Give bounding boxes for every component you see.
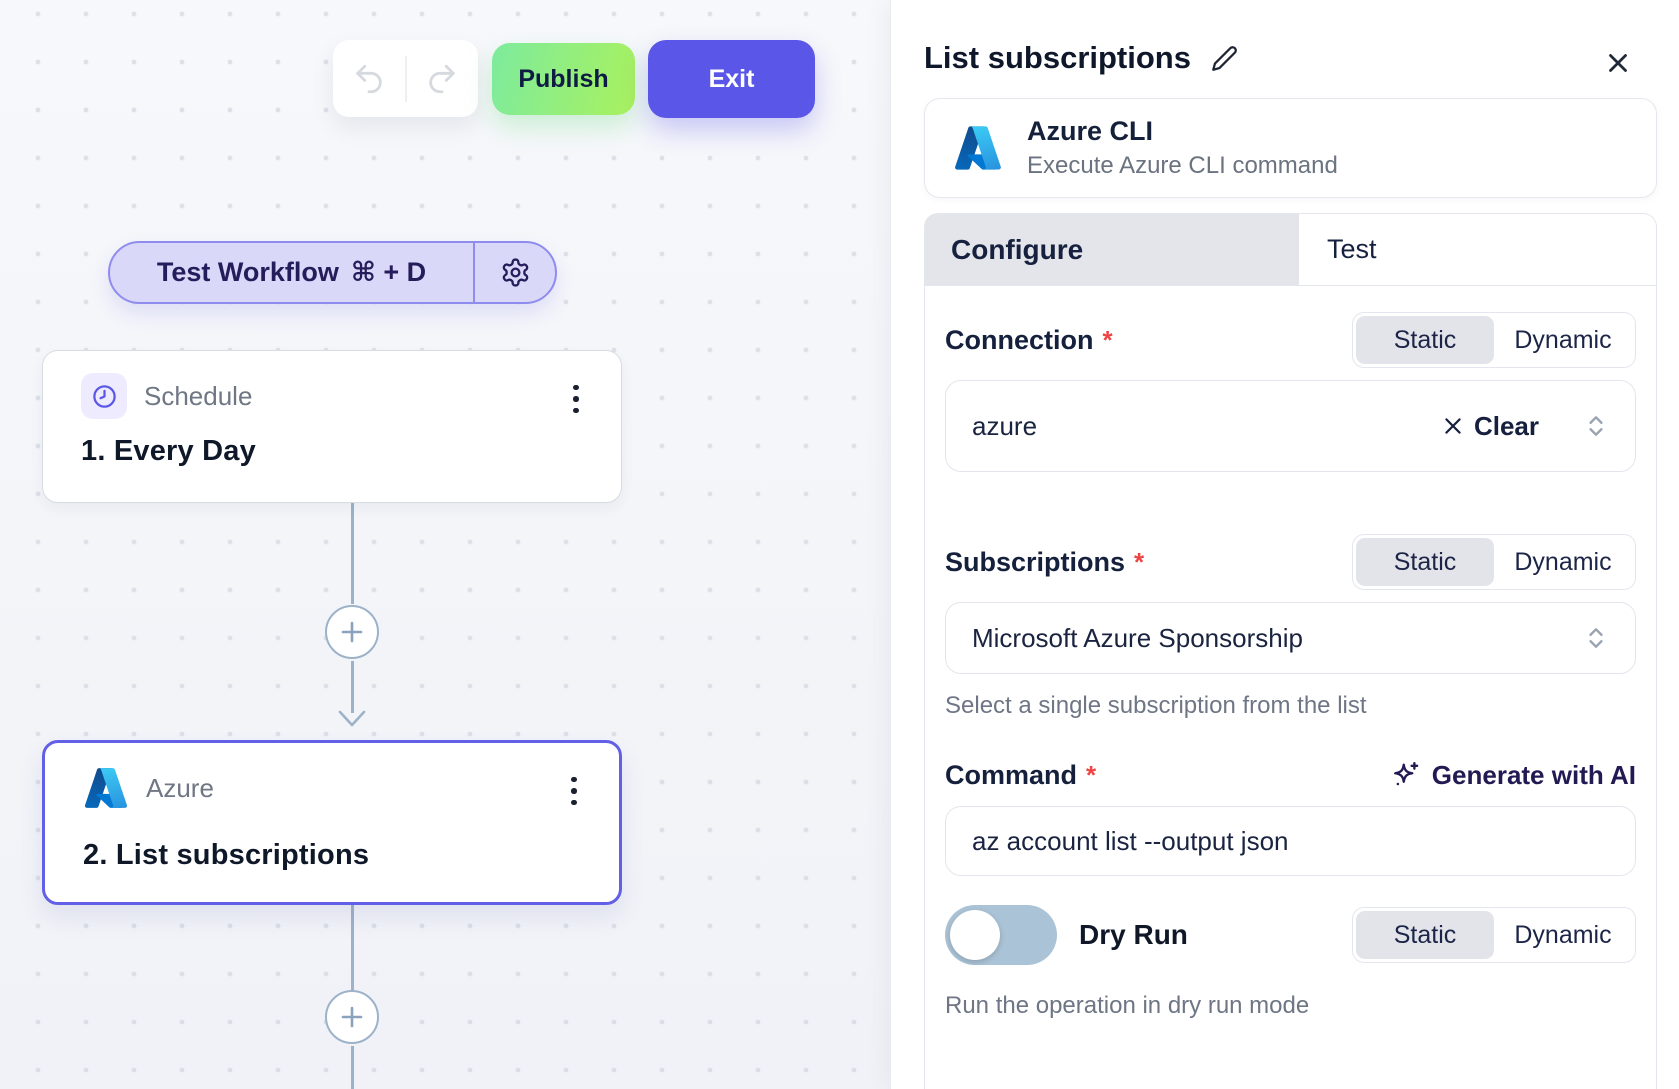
test-workflow-shortcut: ⌘ + D (350, 257, 427, 287)
toolbar-divider (404, 55, 407, 102)
subscriptions-label: Subscriptions (945, 546, 1126, 577)
step-menu-button[interactable] (553, 769, 595, 813)
subscriptions-dynamic-option[interactable]: Dynamic (1514, 547, 1612, 576)
tab-configure[interactable]: Configure (925, 214, 1299, 285)
step-header: Azure (83, 765, 214, 811)
panel-header: List subscriptions (924, 40, 1238, 76)
redo-button[interactable] (407, 62, 479, 96)
chevrons-up-down-icon (1583, 625, 1609, 651)
tab-test[interactable]: Test (1327, 234, 1377, 264)
test-workflow-button[interactable]: Test Workflow ⌘ + D (110, 243, 473, 302)
clear-label: Clear (1473, 410, 1539, 441)
add-step-button[interactable] (325, 990, 379, 1044)
command-label: Command (945, 759, 1078, 790)
connector-line (351, 503, 354, 604)
subscriptions-field-row: Subscriptions * Static Dynamic (945, 534, 1636, 590)
arrow-down-icon (338, 710, 366, 733)
subscriptions-select[interactable]: Microsoft Azure Sponsorship (945, 602, 1636, 674)
test-workflow-label: Test Workflow (156, 257, 339, 287)
connection-label: Connection (945, 324, 1094, 355)
required-asterisk: * (1086, 759, 1097, 790)
step-title: 2. List subscriptions (83, 839, 370, 871)
required-asterisk: * (1102, 324, 1113, 355)
rename-step-button[interactable] (1211, 45, 1238, 72)
connector-line (351, 905, 354, 990)
azure-logo-icon (953, 123, 1003, 173)
clear-connection-button[interactable]: Clear (1442, 411, 1539, 442)
azure-logo-icon (83, 765, 129, 811)
configure-panel-box: Configure Test Connection * Static Dynami… (924, 213, 1657, 1089)
tab-bar: Configure Test (925, 214, 1656, 286)
step-app-name: Schedule (144, 380, 253, 411)
chevrons-up-down-icon[interactable] (1583, 413, 1609, 439)
add-step-button[interactable] (325, 605, 379, 659)
gear-icon (500, 257, 531, 288)
command-field-row: Command * Generate with AI (945, 754, 1636, 796)
required-asterisk: * (1134, 546, 1145, 577)
panel-title: List subscriptions (924, 40, 1191, 75)
flow-canvas[interactable]: Publish Exit Test Workflow ⌘ + D Schedul… (0, 0, 890, 1089)
dry-run-dynamic-option[interactable]: Dynamic (1514, 920, 1612, 949)
toggle-knob (950, 910, 1000, 960)
plus-icon (339, 619, 365, 645)
plus-icon (339, 1004, 365, 1030)
generate-with-ai-button[interactable]: Generate with AI (1390, 760, 1636, 791)
dry-run-mode-toggle: Static Dynamic (1352, 907, 1636, 963)
sparkle-icon (1390, 760, 1420, 790)
dry-run-static-option[interactable]: Static (1356, 911, 1494, 959)
dry-run-label: Dry Run (1079, 919, 1188, 950)
connector-line (351, 661, 354, 713)
step-card-schedule[interactable]: Schedule 1. Every Day (42, 350, 622, 503)
x-icon (1442, 415, 1464, 437)
connection-mode-toggle: Static Dynamic (1352, 312, 1636, 368)
subscriptions-value: Microsoft Azure Sponsorship (972, 622, 1303, 653)
subscriptions-label-wrap: Subscriptions * (945, 547, 1144, 578)
connection-select[interactable]: azure Clear (945, 380, 1636, 472)
canvas-dot-grid (0, 0, 890, 1089)
connection-value: azure (972, 410, 1038, 441)
command-input[interactable] (945, 806, 1636, 876)
dry-run-field-row: Dry Run Static Dynamic (945, 904, 1636, 966)
subscriptions-helper-text: Select a single subscription from the li… (945, 692, 1367, 719)
connector-line (351, 1046, 354, 1089)
test-workflow-control: Test Workflow ⌘ + D (108, 241, 557, 304)
step-settings-panel: List subscriptions (890, 0, 1679, 1089)
piece-description: Execute Azure CLI command (1027, 152, 1338, 179)
history-controls (333, 40, 478, 117)
subscriptions-static-option[interactable]: Static (1356, 538, 1494, 586)
configure-form: Connection * Static Dynamic azure Clear (925, 312, 1656, 1020)
close-icon (1603, 48, 1633, 78)
piece-info-card: Azure CLI Execute Azure CLI command (924, 98, 1657, 198)
dry-run-helper-text: Run the operation in dry run mode (945, 992, 1310, 1019)
step-header: Schedule (81, 373, 252, 419)
workflow-settings-button[interactable] (475, 243, 555, 302)
connection-dynamic-option[interactable]: Dynamic (1514, 325, 1612, 354)
command-label-wrap: Command * (945, 760, 1096, 791)
exit-button[interactable]: Exit (648, 40, 815, 118)
step-title: 1. Every Day (81, 435, 256, 467)
undo-button[interactable] (333, 62, 405, 96)
piece-name: Azure CLI (1027, 116, 1154, 146)
publish-button[interactable]: Publish (492, 43, 635, 115)
piece-texts: Azure CLI Execute Azure CLI command (1027, 116, 1338, 180)
step-app-name: Azure (146, 772, 214, 803)
subscriptions-mode-toggle: Static Dynamic (1352, 534, 1636, 590)
connection-field-row: Connection * Static Dynamic (945, 312, 1636, 368)
clock-icon (81, 373, 127, 419)
undo-icon (352, 62, 386, 96)
generate-with-ai-label: Generate with AI (1431, 759, 1636, 790)
pill-divider (473, 243, 475, 302)
close-panel-button[interactable] (1601, 46, 1635, 80)
redo-icon (425, 62, 459, 96)
step-menu-button[interactable] (555, 377, 597, 421)
connection-label-wrap: Connection * (945, 325, 1113, 356)
step-card-azure[interactable]: Azure 2. List subscriptions (42, 740, 622, 905)
dry-run-toggle[interactable] (945, 905, 1057, 965)
connection-static-option[interactable]: Static (1356, 316, 1494, 364)
